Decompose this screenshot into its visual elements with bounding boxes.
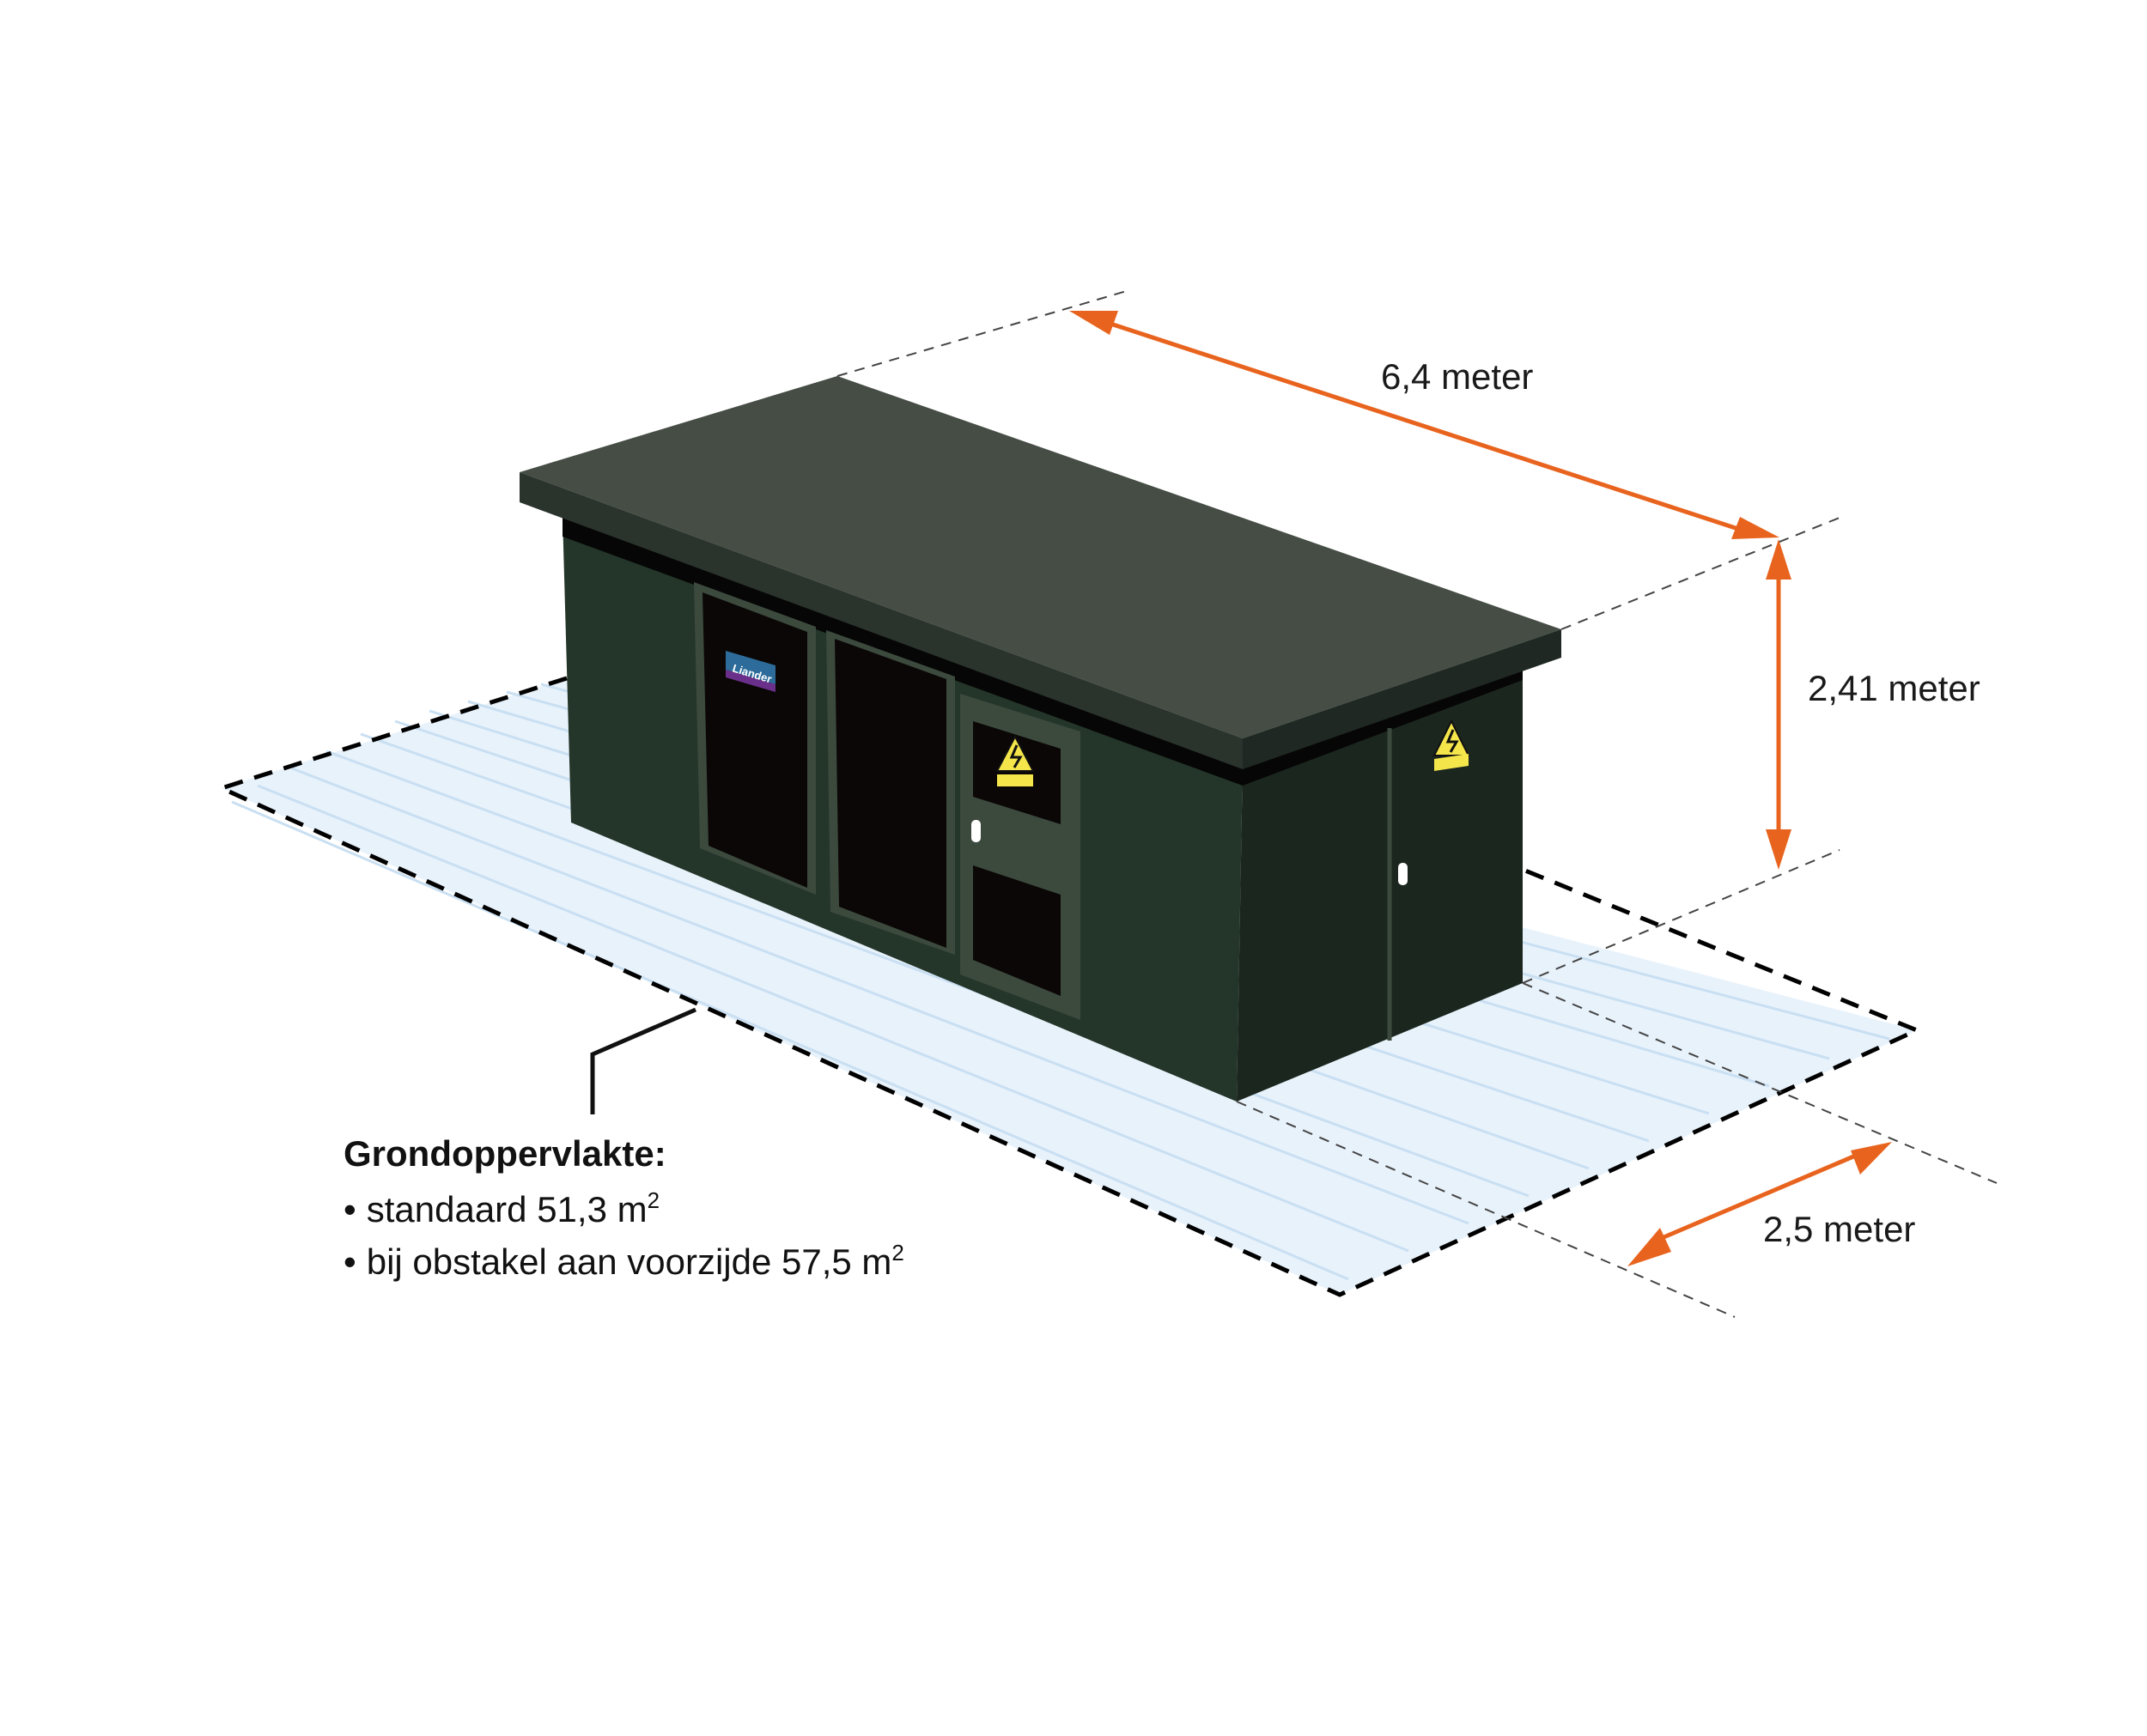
ground-area-title: Grondoppervlakte: bbox=[344, 1133, 666, 1174]
front-door-3 bbox=[960, 694, 1080, 1020]
front-door-1 bbox=[694, 582, 816, 895]
extension-lines bbox=[836, 289, 1998, 1318]
length-arrow bbox=[1069, 311, 1779, 539]
height-label: 2,41 meter bbox=[1808, 668, 1980, 708]
warning-sign-side-icon bbox=[1432, 719, 1470, 771]
length-label: 6,4 meter bbox=[1381, 356, 1533, 397]
substation-building: Liander bbox=[520, 376, 1561, 1102]
ground-area-note: Grondoppervlakte: •standaard 51,3 m2 •bi… bbox=[344, 1133, 904, 1282]
clearance-label: 2,5 meter bbox=[1763, 1209, 1915, 1249]
ground-area-leader bbox=[590, 1007, 696, 1114]
front-door-2 bbox=[826, 630, 955, 955]
dimension-arrows bbox=[1069, 311, 1892, 1266]
warning-sign-icon bbox=[995, 734, 1035, 786]
side-door bbox=[1387, 728, 1408, 1041]
liander-logo: Liander bbox=[726, 651, 775, 692]
roof bbox=[520, 376, 1561, 738]
height-arrow bbox=[1766, 539, 1791, 870]
ground-area-item-obstacle: •bij obstakel aan voorzijde 57,5 m2 bbox=[344, 1240, 904, 1282]
clearance-arrow bbox=[1627, 1142, 1892, 1266]
ground-area-item-standard: •standaard 51,3 m2 bbox=[344, 1187, 660, 1229]
